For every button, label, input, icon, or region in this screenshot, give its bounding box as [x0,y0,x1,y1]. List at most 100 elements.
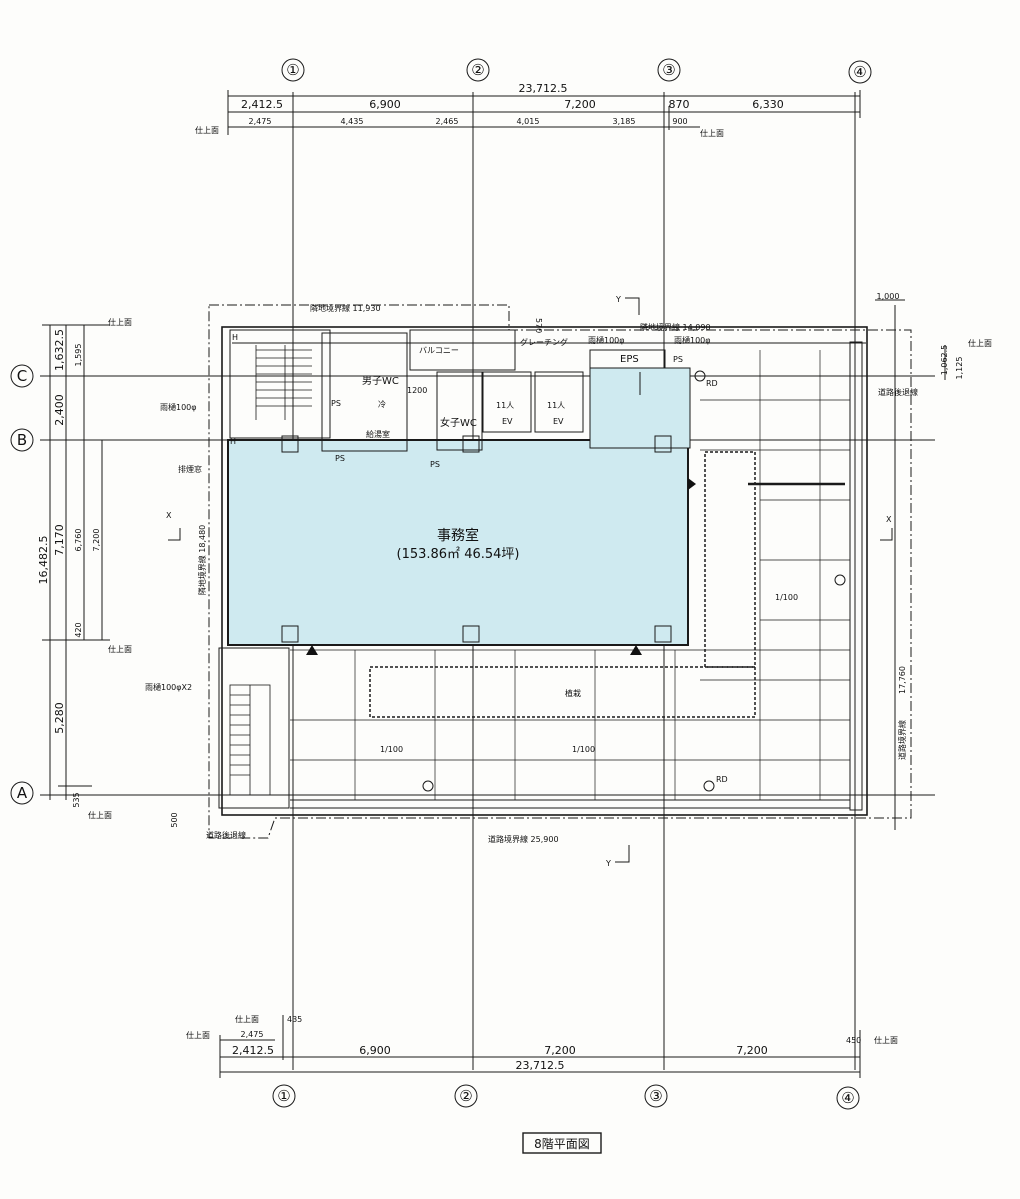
grid-label-b: B [17,431,27,449]
grid-label-3-bottom: ③ [649,1087,662,1105]
top-dim-small: 3,185 [613,117,636,126]
h-mark: H [232,333,238,342]
finish-mark: 仕上面 [195,125,219,135]
grid-label-3-top: ③ [662,61,675,79]
finish-mark: 仕上面 [108,317,132,327]
axis-x-label: X [166,511,172,520]
left-dim: 7,200 [92,529,101,552]
top-overall-dim: 23,712.5 [519,82,568,95]
road-line-label: 道路後退線 [206,830,246,840]
grid-label-1-top: ① [286,61,299,79]
boundary-north: 隣地境界線 11,930 [310,303,381,313]
dim-570: 570 [534,318,543,333]
right-dim: 1,000 [877,292,900,301]
left-dim: 2,400 [53,394,66,426]
top-dim: 6,330 [752,98,784,111]
top-dim-small: 900 [672,117,687,126]
finish-mark: 仕上面 [235,1014,259,1024]
left-dim: 1,632.5 [53,329,66,371]
left-dim: 7,170 [53,524,66,556]
dim-1200: 1200 [407,386,427,395]
elevator-label: EV [553,417,564,426]
top-dim-small: 2,475 [249,117,272,126]
rain-pipe-label: 雨樋100φ [160,402,197,412]
title-box [522,1132,602,1154]
boundary-south: 道路境界線 25,900 [488,834,559,844]
top-dim-small: 4,015 [517,117,540,126]
finish-mark: 仕上面 [700,128,724,138]
bottom-dim: 7,200 [544,1044,576,1057]
ps-label: PS [331,399,341,408]
grid-label-c: C [17,367,27,385]
finish-mark: 仕上面 [968,338,992,348]
grid-label-4-bottom: ④ [841,1089,854,1107]
top-dim: 6,900 [369,98,401,111]
bottom-dim: 2,412.5 [232,1044,274,1057]
finish-mark: 仕上面 [186,1030,210,1040]
right-dim: 1,062.5 [940,345,949,376]
balcony-label: バルコニー [419,346,459,355]
finish-mark: 仕上面 [874,1035,898,1045]
top-dim-small: 4,435 [341,117,364,126]
ps-label: PS [673,355,683,364]
women-wc-label: 女子WC [440,416,477,429]
bottom-dim-small: 450 [846,1036,861,1045]
finish-mark: 仕上面 [88,810,112,820]
drawing-title: 8階平面図 [534,1136,590,1151]
top-dim-small: 2,465 [436,117,459,126]
rain-pipe-label: 雨樋100φ [674,335,711,345]
hot-water-room-label: 給湯室 [366,429,390,439]
elevator-label: EV [502,417,513,426]
office-name: 事務室 [437,527,479,544]
rain-pipe-label: 雨樋100φX2 [145,682,192,692]
left-overall-dim: 16,482.5 [37,536,50,585]
h-mark: H [230,437,236,446]
cold-label: 冷 [378,399,386,409]
grid-label-2-bottom: ② [459,1087,472,1105]
left-dim: 500 [170,812,179,827]
elevator-capacity: 11人 [547,401,565,410]
office-area: (153.86㎡ 46.54坪) [397,547,520,562]
right-dim: 17,760 [898,666,907,694]
axis-x-label: X [886,515,892,524]
finish-mark: 仕上面 [108,644,132,654]
slope-label: 1/100 [775,593,798,602]
axis-y-label: Y [605,859,611,868]
boundary-east: 道路境界線 [897,720,907,760]
left-dim: 420 [74,622,83,637]
boundary-west: 隣地境界線 18,480 [197,525,207,596]
bottom-dim-small: 2,475 [241,1030,264,1039]
grid-label-2-top: ② [471,61,484,79]
bottom-dim: 7,200 [736,1044,768,1057]
elevator-capacity: 11人 [496,401,514,410]
men-wc-label: 男子WC [362,375,399,387]
left-dim: 6,760 [74,529,83,552]
rain-pipe-label: 雨樋100φ [588,335,625,345]
left-dim: 535 [72,792,81,807]
eps-label: EPS [620,354,639,365]
left-dim: 5,280 [53,702,66,734]
grid-label-1-bottom: ① [277,1087,290,1105]
ps-label: PS [430,460,440,469]
axis-y-label: Y [615,295,621,304]
right-dim: 1,125 [955,357,964,380]
bottom-dim-small: 435 [287,1015,302,1024]
bottom-overall-dim: 23,712.5 [516,1059,565,1072]
top-dim: 870 [669,98,690,111]
top-dim: 2,412.5 [241,98,283,111]
slope-label: 1/100 [572,745,595,754]
left-dim: 1,595 [74,344,83,367]
grid-label-a: A [17,784,28,802]
slope-label: 1/100 [380,745,403,754]
boundary-north2: 隣地境界線 14,090 [640,322,711,332]
grid-label-4-top: ④ [853,63,866,81]
exhaust-window-label: 排煙窓 [178,464,202,474]
bottom-dim: 6,900 [359,1044,391,1057]
top-dim: 7,200 [564,98,596,111]
roof-drain-label: RD [706,379,718,388]
road-line-label: 道路後退線 [878,387,918,397]
planting-label: 植栽 [565,688,581,698]
roof-drain-label: RD [716,775,728,784]
ps-label: PS [335,454,345,463]
